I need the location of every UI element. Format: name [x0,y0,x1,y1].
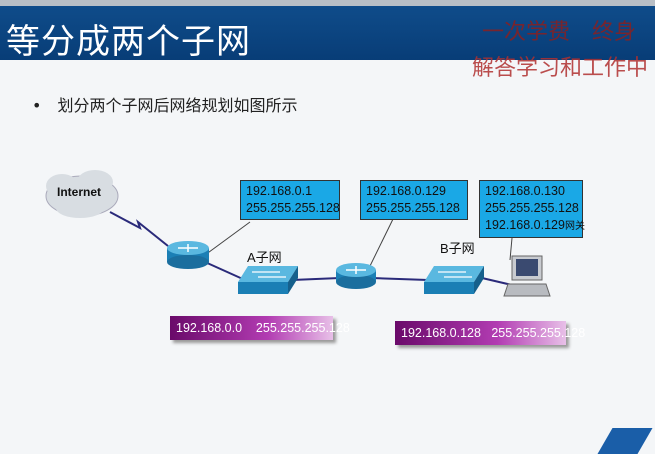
router1-mask: 255.255.255.128 [246,201,340,215]
subnet-b-bar: 192.168.0.128 255.255.255.128 [395,321,585,345]
wan-link [109,211,169,247]
slide-title: 等分成两个子网 [6,22,251,62]
pointer3 [509,237,513,261]
router2-mask: 255.255.255.128 [366,201,460,215]
switch-a-icon [238,266,298,294]
watermark-line2: 解答学习和工作中 [472,56,649,81]
bullet-text: 划分两个子网后网络规划如图所示 [57,96,298,115]
host-address-box: 192.168.0.130 255.255.255.128 192.168.0.… [479,180,585,238]
gateway-label: 网关 [564,221,585,232]
watermark-line1: 一次学费 终身 [482,20,637,45]
router2-icon [336,263,376,289]
host-mask: 255.255.255.128 [485,201,579,215]
link-switch-b-pc [481,277,513,286]
host-gateway: 192.168.0.129 [485,218,565,232]
header-band [0,6,655,60]
pointer2 [369,214,396,267]
internet-label: Internet [57,185,102,199]
router2-address-box: 192.168.0.129 255.255.255.128 [360,180,468,220]
subnet-a-bar: 192.168.0.0 255.255.255.128 [170,316,350,340]
link-r2-switch-b [371,277,429,281]
router1-ip: 192.168.0.1 [246,184,313,198]
router2-ip: 192.168.0.129 [366,184,446,198]
host-ip: 192.168.0.130 [485,184,565,198]
router1-address-box: 192.168.0.1 255.255.255.128 [240,180,340,220]
router1-icon [167,241,209,269]
internet-cloud-icon [45,170,119,218]
subnet-a-label: A子网 [247,250,282,265]
bullet-marker: • [32,96,42,115]
link-r1-switch-a [204,261,246,281]
pointer1 [204,221,251,256]
subnet-b-label: B子网 [440,241,475,256]
computer-icon [503,255,551,297]
switch-b-icon [424,266,484,294]
bullet-item: • 划分两个子网后网络规划如图所示 [32,92,297,116]
link-switch-a-r2 [291,277,341,281]
top-strip [0,0,655,6]
